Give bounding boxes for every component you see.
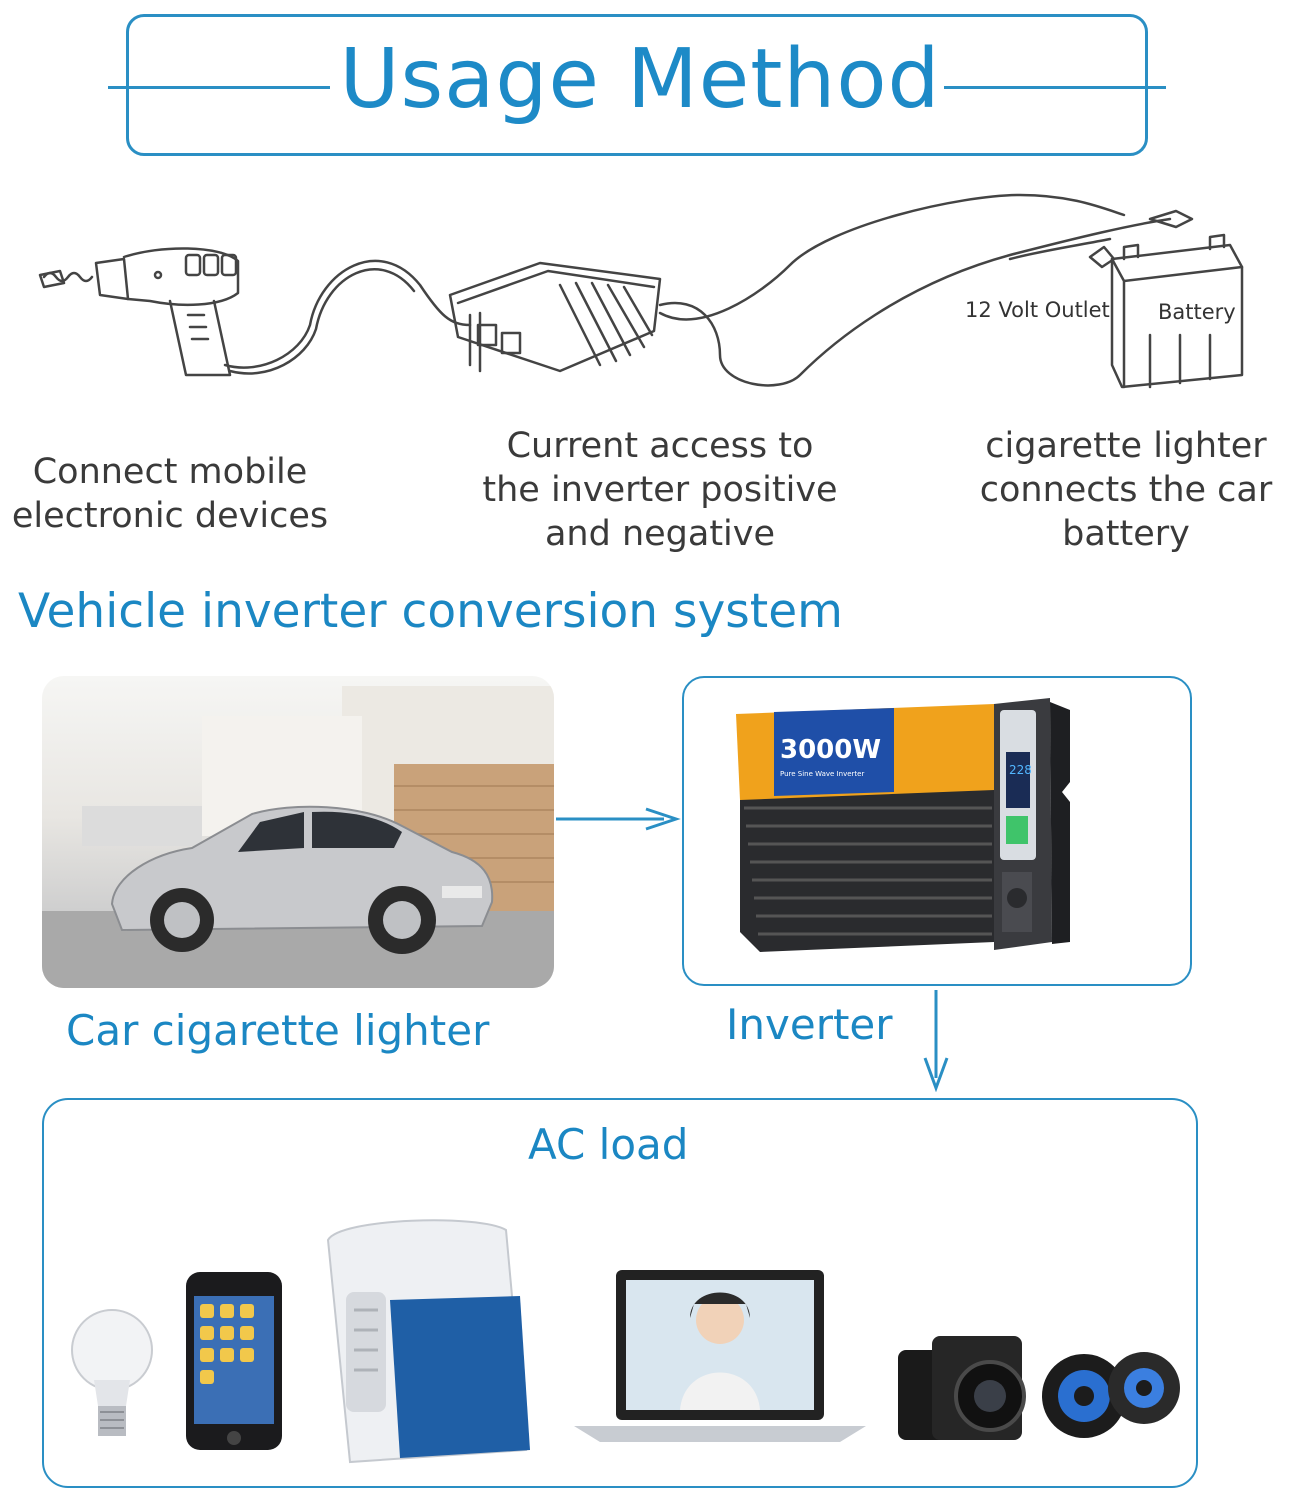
inverter-display-value: 228 bbox=[1009, 763, 1032, 777]
caption-middle-line1: Current access to bbox=[506, 426, 814, 466]
car-label: Car cigarette lighter bbox=[66, 1006, 490, 1055]
inverter-subtitle: Pure Sine Wave Inverter bbox=[780, 770, 864, 778]
outlet-label: 12 Volt Outlet bbox=[965, 298, 1110, 322]
wiring-sketch: 12 Volt Outlet Battery bbox=[38, 193, 1244, 389]
title-rule-right bbox=[944, 86, 1166, 89]
page-title: Usage Method bbox=[339, 32, 941, 127]
caption-right: cigarette lighter connects the car batte… bbox=[962, 424, 1290, 556]
phone-icon bbox=[186, 1272, 282, 1450]
caption-left-line1: Connect mobile bbox=[32, 452, 308, 492]
ac-load-label: AC load bbox=[528, 1120, 689, 1169]
caption-middle-line2: the inverter positive bbox=[482, 470, 838, 510]
caption-left: Connect mobile electronic devices bbox=[0, 450, 340, 538]
inverter-power-label: 3000W bbox=[780, 735, 881, 765]
caption-right-line1: cigarette lighter bbox=[985, 426, 1267, 466]
battery-sketch-icon bbox=[1110, 233, 1244, 389]
caption-right-line3: battery bbox=[1062, 514, 1190, 554]
caption-middle: Current access to the inverter positive … bbox=[470, 424, 850, 556]
inverter-label: Inverter bbox=[726, 1000, 893, 1049]
inverter-frame bbox=[682, 676, 1192, 986]
battery-label: Battery bbox=[1158, 300, 1236, 324]
title-rule-left bbox=[108, 86, 330, 89]
caption-middle-line3: and negative bbox=[544, 514, 776, 554]
inverter-sketch-icon bbox=[448, 261, 662, 373]
inverter-product-image: 3000W Pure Sine Wave Inverter 228 bbox=[736, 698, 1070, 952]
caption-right-line2: connects the car bbox=[979, 470, 1273, 510]
caption-left-line2: electronic devices bbox=[11, 496, 329, 536]
drill-icon bbox=[38, 247, 240, 377]
camera-icon bbox=[898, 1336, 1026, 1440]
car-photo bbox=[42, 676, 554, 988]
speaker-icon bbox=[1042, 1352, 1180, 1438]
arrow-right-icon bbox=[556, 807, 681, 831]
cooler-icon bbox=[326, 1219, 530, 1464]
section-title: Vehicle inverter conversion system bbox=[18, 584, 843, 639]
ac-load-devices bbox=[71, 1219, 1180, 1464]
laptop-icon bbox=[574, 1270, 866, 1442]
title-frame bbox=[126, 14, 1148, 156]
arrow-down-icon bbox=[923, 990, 949, 1092]
ac-load-frame bbox=[42, 1098, 1198, 1488]
bulb-icon bbox=[71, 1309, 153, 1436]
